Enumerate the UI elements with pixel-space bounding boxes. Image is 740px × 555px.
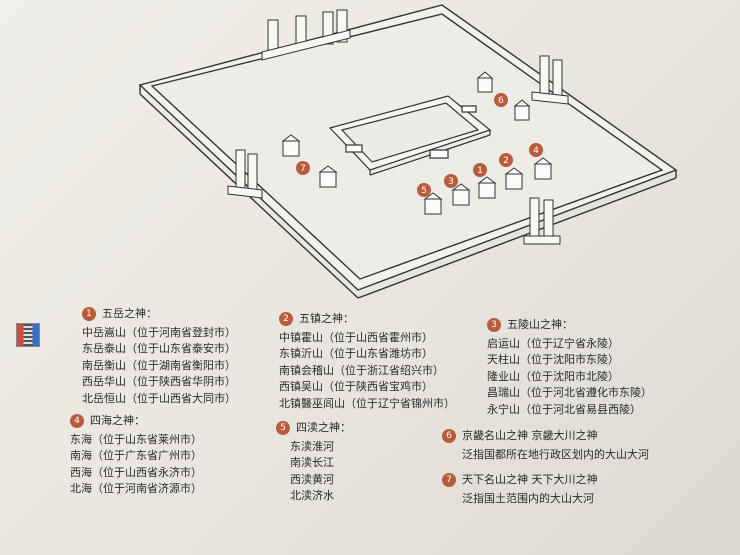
section-title: 四海之神： xyxy=(90,414,145,427)
marker-1: 1 xyxy=(473,163,487,177)
section-title: 四渎之神： xyxy=(296,421,351,434)
list-item: 南海（位于广东省广州市） xyxy=(70,449,202,462)
svg-text:2: 2 xyxy=(503,156,509,166)
marker-3: 3 xyxy=(444,174,458,188)
legend-section-4: 4 四海之神： 东海（位于山东省莱州市） 南海（位于广东省广州市） 西海（位于山西… xyxy=(70,413,202,498)
section-number: 3 xyxy=(487,318,501,332)
gate-north xyxy=(261,9,351,61)
list-item: 东渎淮河 xyxy=(290,439,334,453)
svg-text:1: 1 xyxy=(477,166,483,176)
legend-section-2: 2 五镇之神： 中镇霍山（位于山西省霍州市） 东镇沂山（位于山东省潍坊市） 南镇会… xyxy=(279,311,455,412)
section-number: 6 xyxy=(442,429,456,443)
legend-section-3: 3 五陵山之神： 启运山（位于辽宁省永陵） 天柱山（位于沈阳市东陵） 隆业山（位于… xyxy=(487,317,652,418)
shrine-2 xyxy=(504,167,524,190)
gate-south xyxy=(523,197,561,245)
list-item: 北岳恒山（位于山西省大同市） xyxy=(82,391,236,405)
marker-6: 6 xyxy=(494,93,508,107)
list-item: 南渎长江 xyxy=(290,456,334,469)
svg-text:3: 3 xyxy=(448,177,454,187)
section-number: 4 xyxy=(70,414,84,428)
list-item: 西镇吴山（位于陕西省宝鸡市） xyxy=(279,380,433,393)
shrine-6a xyxy=(476,71,494,93)
section-title: 五岳之神： xyxy=(102,307,157,320)
legend-section-5: 5 四渎之神： 东渎淮河 南渎长江 西渎黄河 北渎济水 xyxy=(276,420,351,505)
section-title: 五镇之神： xyxy=(299,312,354,325)
list-item: 东岳泰山（位于山东省泰安市） xyxy=(82,342,236,355)
list-item: 北镇醫巫闾山（位于辽宁省锦州市） xyxy=(279,396,455,410)
list-item: 南岳衡山（位于湖南省衡阳市） xyxy=(82,358,236,372)
svg-text:5: 5 xyxy=(421,186,427,196)
section-title: 京畿名山之神 京畿大川之神 xyxy=(462,429,598,442)
section-number: 5 xyxy=(276,421,290,435)
section-number: 2 xyxy=(279,312,293,326)
list-item: 永宁山（位于河北省易县西陵） xyxy=(487,402,641,416)
marker-5: 5 xyxy=(417,183,431,197)
list-item: 东镇沂山（位于山东省潍坊市） xyxy=(279,347,433,360)
section-title: 天下名山之神 天下大川之神 xyxy=(462,473,598,486)
list-item: 启运山（位于辽宁省永陵） xyxy=(487,336,619,350)
list-item: 昌瑞山（位于河北省遵化市东陵） xyxy=(487,386,652,399)
svg-text:4: 4 xyxy=(533,146,539,156)
list-item: 南镇会稽山（位于浙江省绍兴市） xyxy=(279,363,444,377)
shrine-7b xyxy=(318,165,338,188)
shrine-3 xyxy=(451,183,471,206)
svg-text:7: 7 xyxy=(300,164,306,174)
list-item: 中岳嵩山（位于河南省登封市） xyxy=(82,325,236,339)
gate-west xyxy=(227,149,263,199)
list-item: 隆业山（位于沈阳市北陵） xyxy=(487,369,619,383)
legend-section-6: 6 京畿名山之神 京畿大川之神 泛指国都所在地行政区划内的大山大河 xyxy=(442,428,649,463)
section-number: 7 xyxy=(442,473,456,487)
svg-text:6: 6 xyxy=(498,96,504,106)
legend-section-1: 1 五岳之神： 中岳嵩山（位于河南省登封市） 东岳泰山（位于山东省泰安市） 南岳衡… xyxy=(82,306,236,407)
shrine-4 xyxy=(533,157,553,180)
legend-section-7: 7 天下名山之神 天下大川之神 泛指国土范围内的大山大河 xyxy=(442,472,598,507)
gate-east xyxy=(531,55,569,105)
list-item: 泛指国都所在地行政区划内的大山大河 xyxy=(462,447,649,461)
list-item: 北渎济水 xyxy=(290,489,334,502)
marker-7: 7 xyxy=(296,161,310,175)
list-item: 泛指国土范围内的大山大河 xyxy=(462,491,594,505)
section-title: 五陵山之神： xyxy=(507,318,573,331)
altar-complex-diagram: 1 2 3 4 5 6 7 xyxy=(138,4,678,299)
shrine-6b xyxy=(513,99,531,121)
marker-4: 4 xyxy=(529,143,543,157)
list-item: 北海（位于河南省济源市） xyxy=(70,482,202,495)
shrine-5 xyxy=(423,192,443,215)
section-number: 1 xyxy=(82,307,96,321)
list-item: 中镇霍山（位于山西省霍州市） xyxy=(279,330,433,344)
list-item: 天柱山（位于沈阳市东陵） xyxy=(487,353,619,366)
central-altar xyxy=(328,95,492,176)
list-item: 东海（位于山东省莱州市） xyxy=(70,432,202,446)
shrine-7a xyxy=(281,134,301,157)
shrine-1 xyxy=(477,176,497,199)
list-item: 西海（位于山西省永济市） xyxy=(70,465,202,479)
qr-code-icon xyxy=(16,323,40,347)
marker-2: 2 xyxy=(499,153,513,167)
list-item: 西岳华山（位于陕西省华阴市） xyxy=(82,375,236,388)
list-item: 西渎黄河 xyxy=(290,472,334,486)
